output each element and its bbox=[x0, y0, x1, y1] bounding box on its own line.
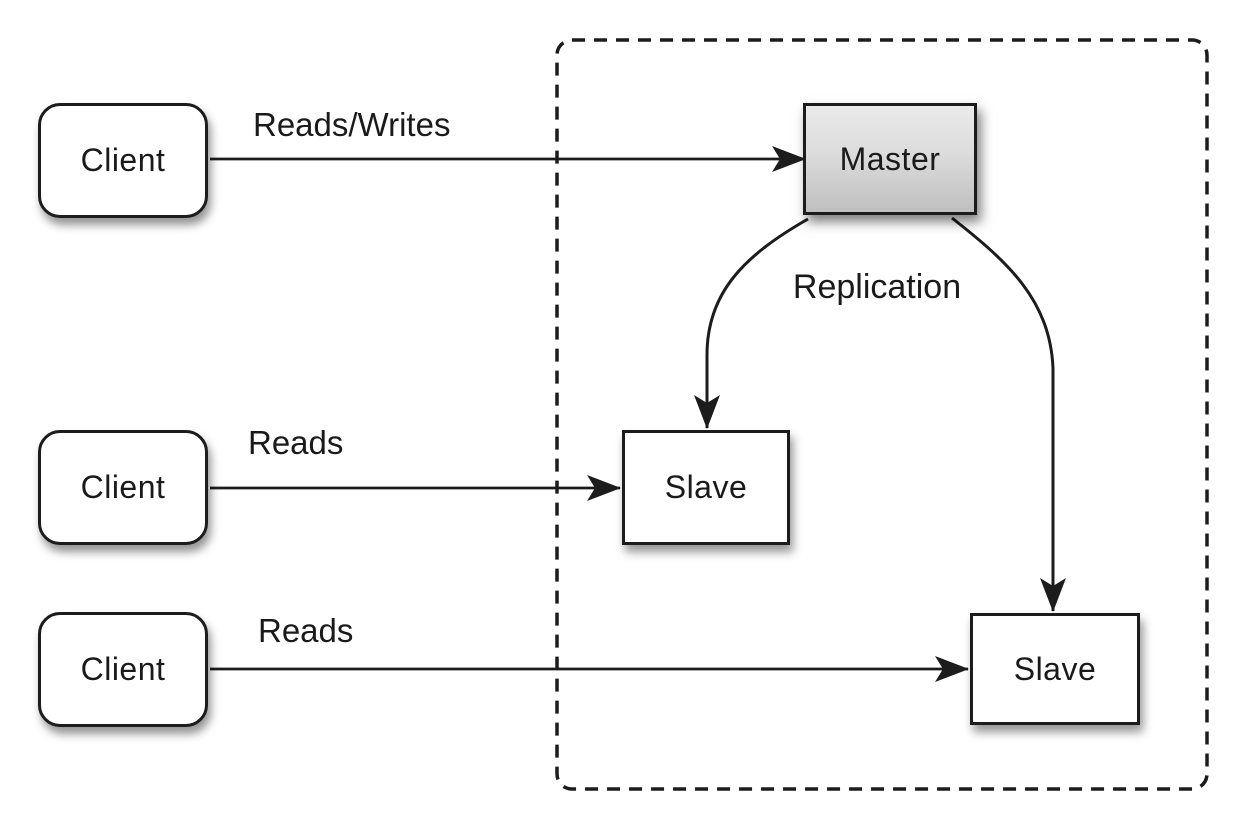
replication-cluster-border bbox=[555, 38, 1209, 791]
client-node-mid-label: Client bbox=[80, 469, 166, 505]
client-node-bottom: Client bbox=[38, 612, 208, 727]
client-node-top-label: Client bbox=[80, 142, 166, 178]
slave-node-bottom-label: Slave bbox=[1013, 650, 1097, 687]
replication-arrow-left bbox=[694, 217, 809, 429]
reads-label-mid: Reads bbox=[248, 424, 344, 461]
reads-label-bottom: Reads bbox=[258, 612, 354, 649]
client-node-top: Client bbox=[38, 103, 208, 218]
replication-arrow-right bbox=[951, 216, 1066, 612]
master-node-label: Master bbox=[839, 140, 941, 177]
replication-label: Replication bbox=[792, 268, 962, 306]
slave-node-mid: Slave bbox=[622, 430, 790, 545]
client-node-bottom-label: Client bbox=[80, 651, 166, 687]
slave-node-mid-label: Slave bbox=[664, 469, 748, 505]
slave-node-bottom: Slave bbox=[970, 613, 1140, 725]
master-node: Master bbox=[803, 103, 977, 215]
reads-writes-label: Reads/Writes bbox=[253, 106, 451, 143]
client-node-mid: Client bbox=[38, 430, 208, 545]
